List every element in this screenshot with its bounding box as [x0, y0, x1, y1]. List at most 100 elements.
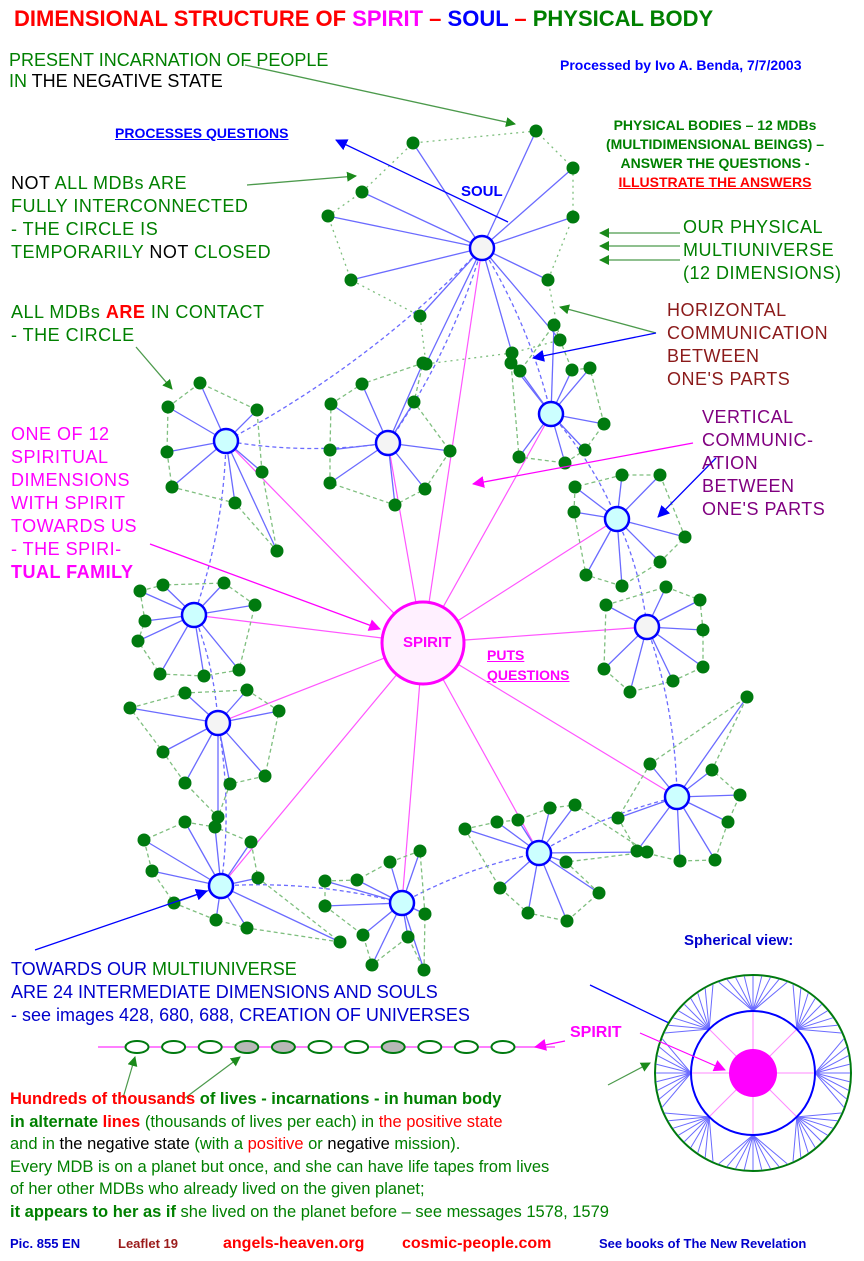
title-part1: DIMENSIONAL STRUCTURE OF: [14, 6, 353, 31]
life-line-oval: [197, 1040, 223, 1054]
mdb-node: [123, 701, 137, 715]
sphere-spoke: [752, 976, 763, 1012]
mdb-node: [217, 576, 231, 590]
sphere-spoke: [668, 1024, 710, 1030]
mdb-node: [597, 662, 611, 676]
mdb-node: [705, 763, 719, 777]
sphere-spoke: [796, 1028, 842, 1034]
spirit-link: [422, 642, 678, 798]
label-not-all-mdbs: NOT ALL MDBs ARE FULLY INTERCONNECTED - …: [11, 172, 271, 264]
spirit-node: [380, 600, 466, 686]
para-l4: Every MDB is on a planet but once, and s…: [10, 1157, 550, 1176]
title-soul: SOUL: [447, 6, 509, 31]
dimension-node: [633, 613, 661, 641]
horizontal-communication-ring: [573, 474, 686, 587]
mdb-link: [481, 216, 574, 249]
towards-l1-b: MULTIUNIVERSE: [152, 959, 297, 979]
mdb-node: [406, 136, 420, 150]
mdb-node: [521, 906, 535, 920]
all-mdbs-l2: - THE CIRCLE: [11, 325, 135, 345]
sphere-spoke: [796, 998, 816, 1030]
sphere-spoke: [796, 1010, 828, 1030]
mdb-node: [323, 443, 337, 457]
title-dash1: –: [423, 6, 448, 31]
label-all-mdbs-in-contact: ALL MDBs ARE IN CONTACT - THE CIRCLE: [11, 301, 265, 347]
vertical-l1: VERTICAL: [702, 407, 794, 427]
vertical-l5: ONE'S PARTS: [702, 499, 826, 519]
dimension-node: [207, 872, 235, 900]
mdb-node: [211, 810, 225, 824]
sphere-spoke: [796, 1004, 822, 1030]
sphere-spoke: [684, 1004, 710, 1030]
mdb-node: [565, 363, 579, 377]
towards-l2: ARE 24 INTERMEDIATE DIMENSIONS AND SOULS: [11, 982, 438, 1002]
mdb-node: [156, 578, 170, 592]
mdb-node: [599, 598, 613, 612]
one-of-12-l5: TOWARDS US: [11, 516, 138, 536]
life-line-oval: [453, 1040, 479, 1054]
sphere-spoke: [796, 1116, 828, 1136]
mdb-node: [615, 468, 629, 482]
sphere-spoke: [726, 979, 754, 1012]
dimension-node: [603, 505, 631, 533]
vertical-communication-link: [401, 852, 540, 904]
mdb-link: [425, 247, 483, 365]
footer-link-cosmic-people[interactable]: cosmic-people.com: [402, 1235, 552, 1252]
sphere-spoke: [678, 1116, 710, 1136]
present-incarnation-negative: THE NEGATIVE STATE: [27, 70, 223, 91]
footer-link-angels-heaven[interactable]: angels-heaven.org: [223, 1235, 365, 1252]
mdb-node: [559, 855, 573, 869]
mdb-node: [161, 400, 175, 414]
life-line-oval: [161, 1040, 187, 1054]
mdb-link: [550, 324, 555, 415]
mdb-node: [512, 450, 526, 464]
mdb-node: [579, 568, 593, 582]
mdb-node: [568, 798, 582, 812]
vertical-l4: BETWEEN: [702, 476, 795, 496]
mdb-node: [258, 769, 272, 783]
mdb-link: [143, 839, 222, 887]
dimension-node: [663, 783, 691, 811]
vertical-communication-link: [193, 614, 219, 724]
mdb-node: [493, 881, 507, 895]
physical-bodies-l1: PHYSICAL BODIES – 12 MDBs: [613, 117, 817, 133]
mdb-node: [623, 685, 637, 699]
sphere-spoke: [752, 977, 771, 1012]
title-body: PHYSICAL BODY: [532, 6, 714, 31]
mdb-node: [401, 930, 415, 944]
mdb-node: [240, 683, 254, 697]
life-line-oval: [344, 1040, 370, 1054]
lives-arrow-2: [184, 1056, 241, 1099]
sphere-spoke: [697, 993, 710, 1030]
not-all-l4-c: CLOSED: [188, 242, 272, 262]
mdb-link: [676, 696, 748, 798]
mdb-node: [318, 874, 332, 888]
mdb-node: [653, 468, 667, 482]
sphere-spoke: [659, 1046, 692, 1074]
footer-leaflet: Leaflet 19: [118, 1236, 178, 1251]
spirit-link: [220, 642, 424, 887]
mdb-node: [696, 623, 710, 637]
horizontal-l1: HORIZONTAL: [667, 300, 787, 320]
vertical-communication-link: [220, 884, 403, 904]
dimension-node: [388, 889, 416, 917]
vertical-l2: COMMUNIC-: [702, 430, 814, 450]
sphere-spoke: [743, 1134, 754, 1170]
sphere-spoke: [814, 1063, 850, 1074]
inner-circle: [690, 1010, 816, 1136]
sphere-spoke: [814, 1072, 849, 1091]
credit: Processed by Ivo A. Benda, 7/7/2003: [560, 57, 802, 73]
sphere-spoke: [814, 1072, 850, 1083]
sphere-spoke: [796, 1116, 816, 1148]
sphere-spoke: [735, 977, 754, 1012]
vertical-communication-link: [481, 247, 552, 415]
sphere-spoke: [752, 979, 780, 1012]
sphere-spoke: [752, 1134, 780, 1167]
life-line-oval: [490, 1040, 516, 1054]
mdb-node: [333, 935, 347, 949]
puts-questions-l1: PUTS: [487, 647, 525, 663]
mdb-node: [137, 833, 151, 847]
horizontal-communication-ring: [603, 586, 704, 693]
para-l1-b: of lives - incarnations - in human body: [195, 1090, 502, 1108]
